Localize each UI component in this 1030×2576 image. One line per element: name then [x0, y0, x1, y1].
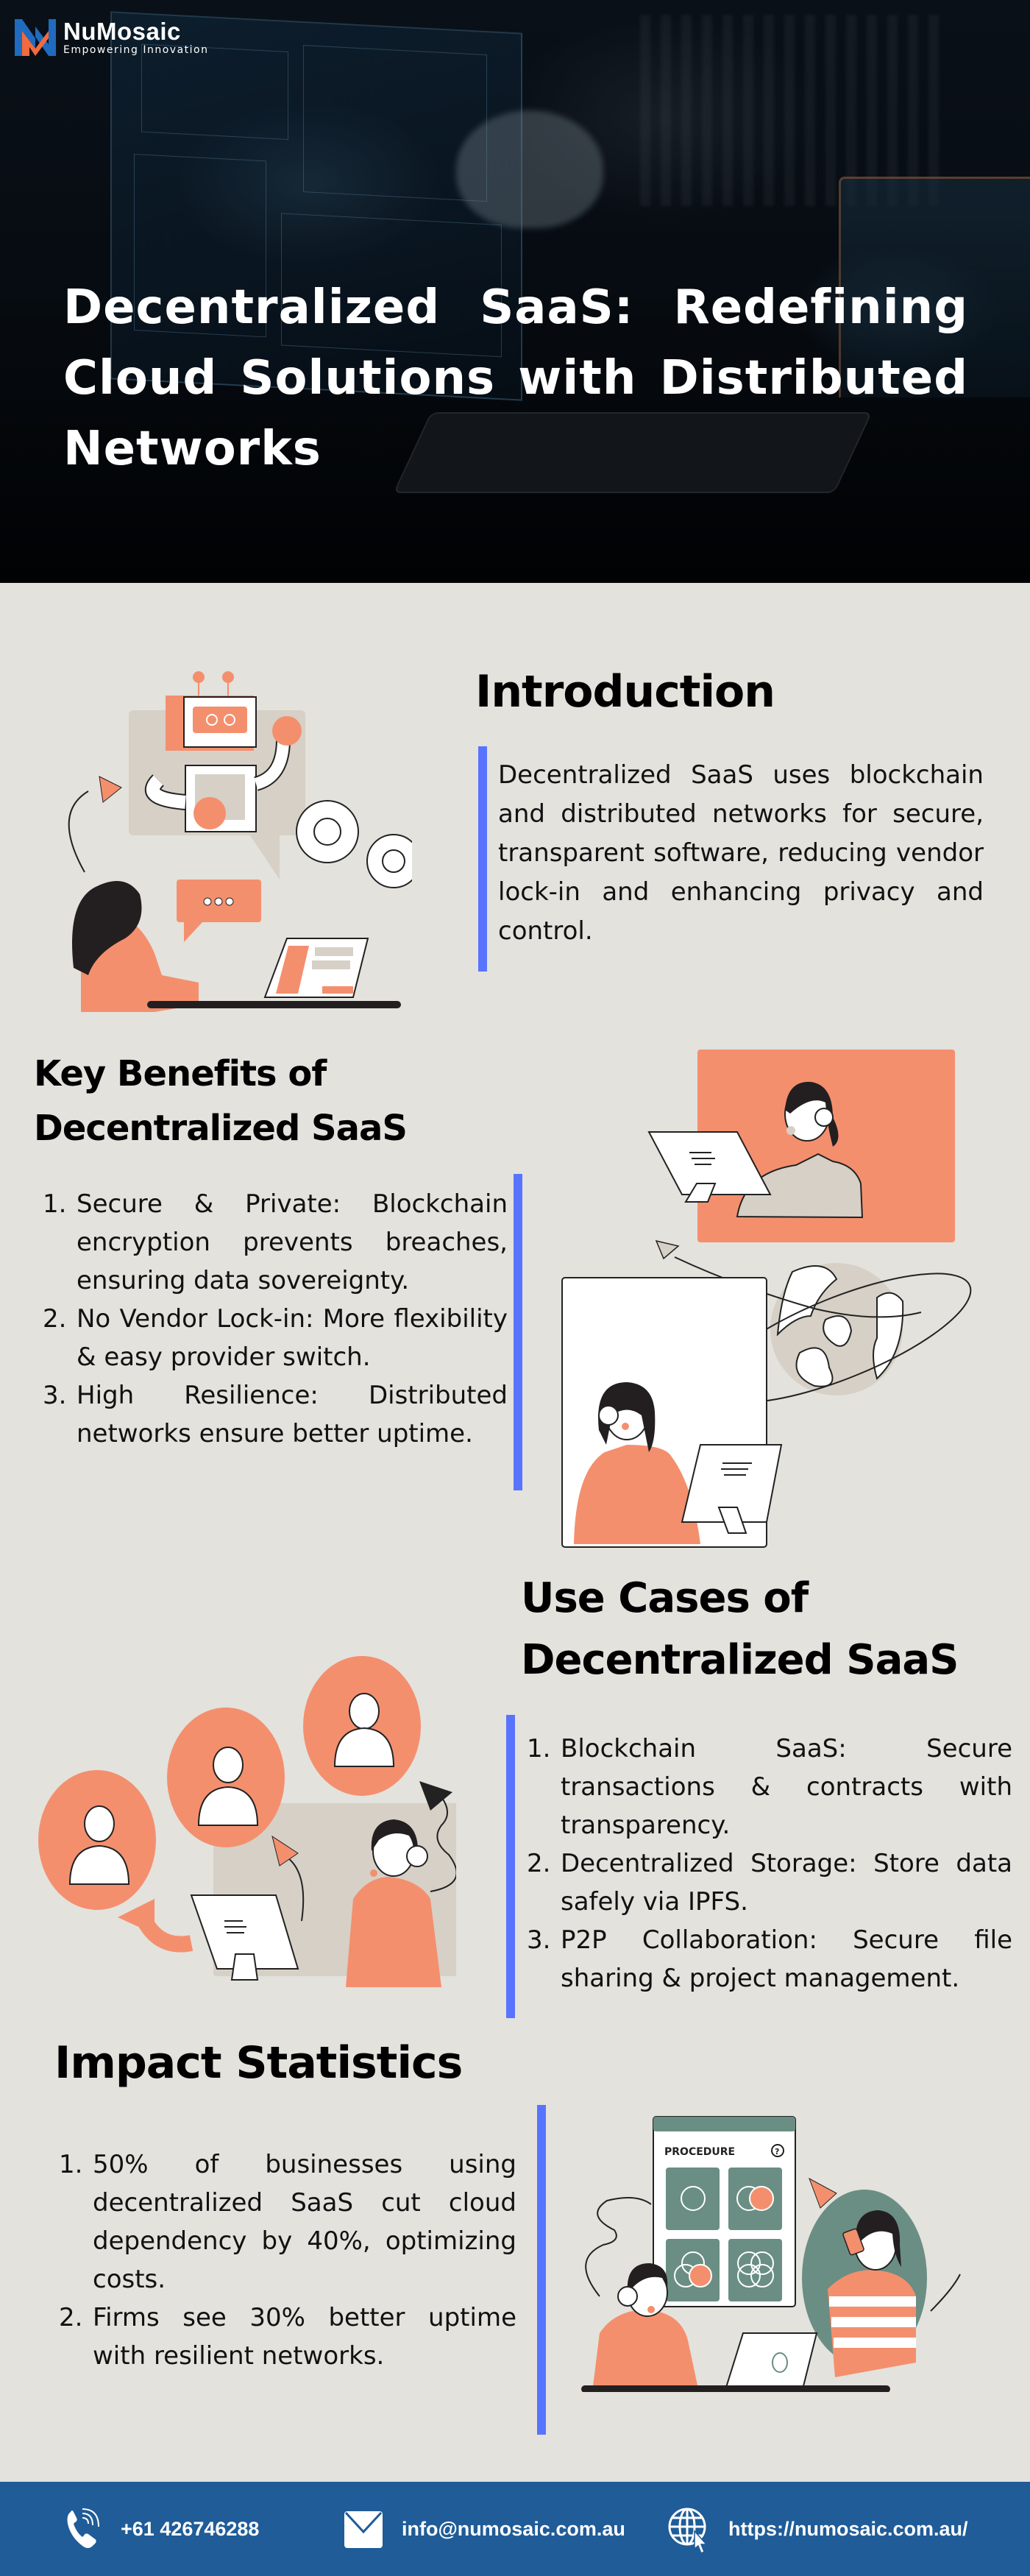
benefits-heading: Key Benefits of Decentralized SaaS	[34, 1053, 408, 1149]
hero-background-laptop	[839, 177, 1030, 397]
email-address: info@numosaic.com.au	[402, 2517, 625, 2540]
hero-cloud-graphic	[456, 110, 603, 228]
list-item: 1.Secure & Private: Blockchain encryptio…	[43, 1189, 508, 1295]
numosaic-logo-icon	[15, 19, 56, 56]
phone-number: +61 426746288	[121, 2517, 260, 2540]
use-cases-illustration-users-icon	[38, 1656, 456, 1987]
website-url: https://numosaic.com.au/	[728, 2517, 968, 2540]
intro-illustration-robot-icon	[68, 671, 412, 1012]
benefits-list: 1.Secure & Private: Blockchain encryptio…	[43, 1185, 508, 1453]
benefits-accent-bar	[514, 1174, 522, 1490]
intro-body: Decentralized SaaS uses blockchain and d…	[498, 760, 984, 946]
list-item: 2.No Vendor Lock-in: More flexibility & …	[43, 1304, 508, 1372]
phone-icon	[67, 2508, 99, 2548]
list-item: 2.Firms see 30% better uptime with resil…	[59, 2303, 516, 2371]
list-item: 2.Decentralized Storage: Store data safe…	[527, 1849, 1012, 1917]
mail-icon	[344, 2511, 383, 2548]
list-item: 3.High Resilience: Distributed networks …	[43, 1381, 508, 1448]
phone-link[interactable]: +61 426746288	[66, 2508, 259, 2550]
use-cases-heading: Use Cases of Decentralized SaaS	[521, 1574, 959, 1684]
impact-accent-bar	[537, 2105, 546, 2435]
impact-list: 1.50% of businesses using decentralized …	[59, 2145, 516, 2375]
email-link[interactable]: info@numosaic.com.au	[344, 2510, 625, 2548]
brand-tagline: Empowering Innovation	[63, 44, 209, 56]
benefits-illustration-globe-agents-icon	[561, 1050, 972, 1548]
page-title: Decentralized SaaS: Redefining Cloud Sol…	[63, 280, 968, 476]
list-item: 3.P2P Collaboration: Secure file sharing…	[527, 1925, 1012, 1993]
svg-text:?: ?	[775, 2147, 779, 2156]
impact-heading: Impact Statistics	[54, 2037, 463, 2089]
intro-heading: Introduction	[475, 666, 775, 718]
hero-banner: NuMosaic Empowering Innovation Decentral…	[0, 0, 1030, 583]
list-item: 1.50% of businesses using decentralized …	[59, 2150, 516, 2294]
procedure-label: PROCEDURE	[664, 2146, 735, 2158]
intro-accent-bar	[478, 746, 487, 972]
list-item: 1.Blockchain SaaS: Secure transactions &…	[527, 1734, 1012, 1840]
use-cases-list: 1.Blockchain SaaS: Secure transactions &…	[527, 1730, 1012, 1998]
impact-illustration-procedure-icon: PROCEDURE ?	[581, 2116, 961, 2392]
brand-name: NuMosaic	[63, 18, 181, 45]
globe-cursor-icon	[668, 2508, 708, 2555]
hero-background-window	[640, 15, 949, 206]
use-cases-accent-bar	[506, 1715, 515, 2018]
brand-logo[interactable]: NuMosaic Empowering Innovation	[13, 16, 208, 59]
website-link[interactable]: https://numosaic.com.au/	[668, 2503, 968, 2555]
contact-footer: +61 426746288 info@numosaic.com.au https…	[0, 2482, 1030, 2576]
